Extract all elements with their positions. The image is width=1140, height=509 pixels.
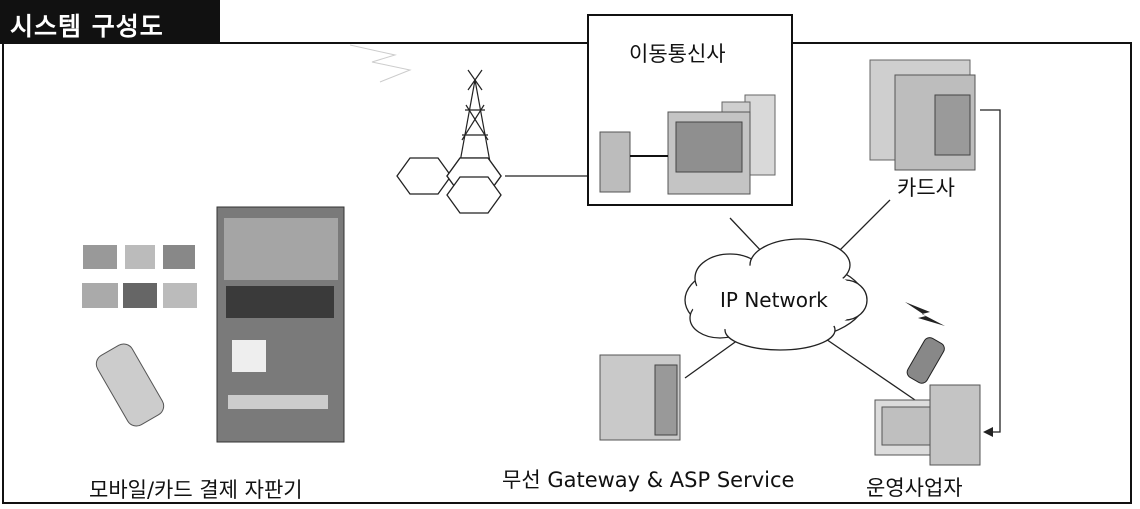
link-operator-network	[729, 217, 766, 256]
gateway-label: 무선 Gateway & ASP Service	[502, 468, 795, 492]
gateway-server-icon	[599, 354, 681, 441]
link-network-operator	[819, 334, 916, 401]
flip-phone-icon	[95, 343, 165, 427]
diagram-title: 시스템 구성도	[10, 12, 164, 41]
radio-wave-decoration	[349, 44, 412, 83]
ip-network-label: IP Network	[720, 288, 828, 312]
mobile-operator-label: 이동통신사	[629, 42, 726, 66]
ip-network-cloud	[684, 238, 868, 351]
link-cardco-operator	[980, 109, 1001, 433]
link-cardco-network	[831, 199, 891, 259]
operator-servers-icon	[599, 94, 776, 195]
operator-pc-icon	[874, 384, 981, 466]
cell-coverage-hexagons	[396, 157, 502, 214]
arrowhead-operator	[983, 427, 993, 437]
diagram-frame	[2, 42, 1132, 504]
vending-machine-icon	[216, 206, 345, 443]
card-company-label: 카드사	[897, 176, 955, 200]
title-tab: 시스템 구성도	[0, 0, 220, 44]
operator-phone-icon	[906, 337, 945, 384]
operator-label: 운영사업자	[866, 476, 963, 500]
vending-label: 모바일/카드 결제 자판기	[89, 478, 303, 502]
card-company-server-icon	[869, 59, 976, 171]
cell-tower-icon	[459, 69, 491, 163]
wireless-signal-icon	[905, 302, 945, 326]
payment-cards-icon	[82, 245, 197, 308]
